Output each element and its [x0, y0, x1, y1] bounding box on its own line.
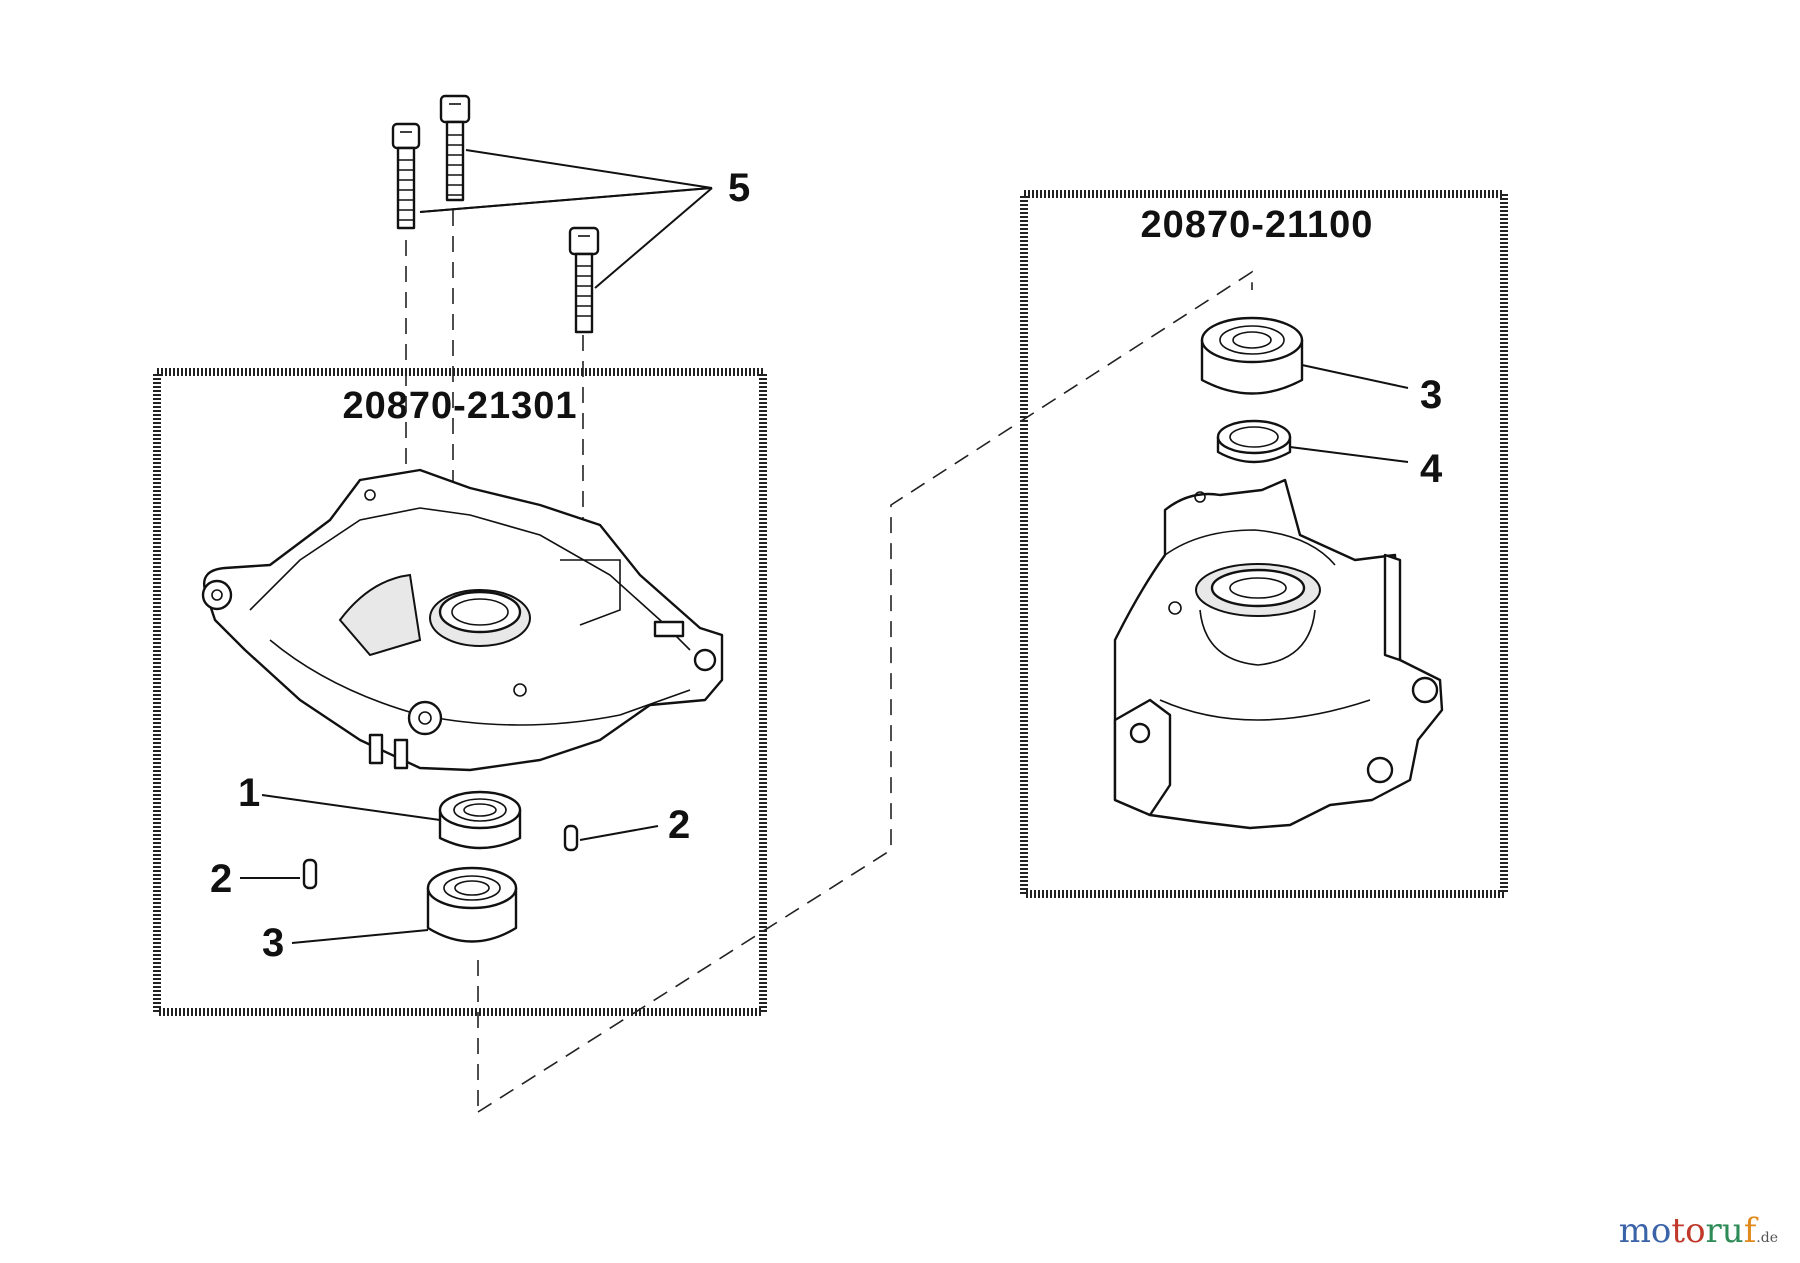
callout-2-right: 2	[668, 803, 690, 847]
callout-3-right: 3	[1420, 373, 1442, 417]
callout-4: 4	[1420, 447, 1443, 491]
right-crankcase-half	[1113, 478, 1444, 830]
left-assembly-box	[153, 368, 767, 1016]
callout-1: 1	[238, 771, 260, 815]
right-assembly-box	[1020, 190, 1508, 898]
left-dowel-pin-right	[563, 824, 579, 852]
left-dowel-pin-left	[302, 858, 318, 890]
motoruf-watermark: motoruf.de	[1618, 1211, 1778, 1251]
bolt-1	[391, 122, 421, 230]
bolt-3	[568, 226, 600, 334]
left-ball-bearing	[426, 866, 518, 943]
right-part-number: 20870-21100	[1141, 204, 1374, 246]
left-oil-seal	[438, 790, 522, 850]
right-ball-bearing	[1200, 316, 1304, 395]
right-oil-seal	[1216, 419, 1292, 464]
callout-3-left: 3	[262, 921, 284, 965]
callout-2-left: 2	[210, 857, 232, 901]
left-crankcase-half	[201, 468, 724, 772]
callout-5: 5	[728, 166, 750, 210]
left-part-number: 20870-21301	[343, 385, 578, 427]
bolt-2	[439, 94, 471, 202]
